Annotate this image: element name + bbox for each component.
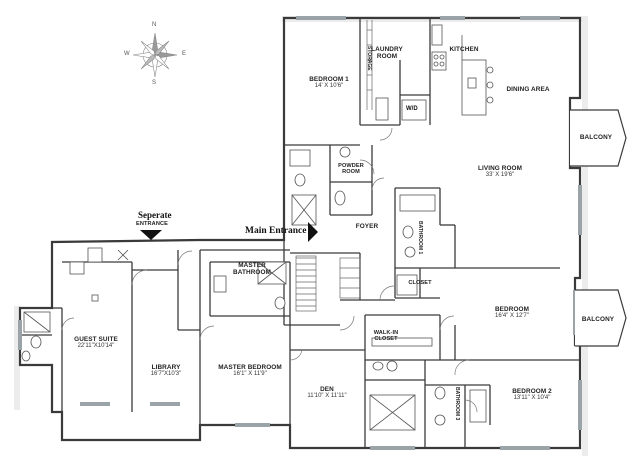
room-dims: 16'7"X10'3" xyxy=(150,371,182,378)
separate-entrance-label: Seperate xyxy=(138,210,172,220)
room-balcony-mid: BALCONY xyxy=(578,316,618,323)
room-name: LIBRARY xyxy=(151,364,181,371)
room-name: BALCONY xyxy=(579,134,613,141)
room-closet: CLOSET xyxy=(408,280,432,286)
doors xyxy=(61,127,478,413)
fixtures xyxy=(21,24,494,431)
room-name: WALK-IN CLOSET xyxy=(373,330,399,343)
room-name: CLOSET xyxy=(408,280,432,286)
main-entrance-label: Main Entrance xyxy=(245,226,307,236)
compass-w: W xyxy=(124,51,130,57)
room-dims: 11'10" X 11'11" xyxy=(307,393,347,400)
room-name: BALCONY xyxy=(581,316,615,323)
entrance-word: ENTRANCE xyxy=(136,221,168,227)
room-dims: 16'1" X 11'9" xyxy=(233,371,267,378)
stairs xyxy=(295,20,373,312)
room-storage: STORAGE xyxy=(366,46,372,71)
room-kitchen: KITCHEN xyxy=(448,46,480,53)
main-entrance-arrow xyxy=(308,222,318,242)
room-dims: 16'4" X 12'7" xyxy=(495,313,529,320)
compass-n: N xyxy=(152,22,157,28)
room-bathroom-3: BATHROOM 3 xyxy=(454,387,460,421)
room-master-bathroom: MASTER BATHROOM xyxy=(232,262,272,277)
room-name: GUEST SUITE xyxy=(74,336,118,343)
room-dims: 14' X 10'6" xyxy=(314,83,344,90)
room-bedroom-1: BEDROOM 1 14' X 10'6" xyxy=(300,76,358,90)
interior-walls xyxy=(20,18,580,448)
compass-s: S xyxy=(152,80,157,86)
compass-rose-icon xyxy=(132,32,178,78)
room-balcony-top: BALCONY xyxy=(576,134,616,141)
room-laundry: LAUNDRY ROOM xyxy=(370,46,404,61)
wd-label: W/D xyxy=(406,106,418,112)
room-name: KITCHEN xyxy=(449,46,479,53)
balconies xyxy=(570,109,627,347)
room-library: LIBRARY 16'7"X10'3" xyxy=(138,364,194,378)
room-name: LAUNDRY ROOM xyxy=(371,46,403,61)
room-powder: POWDER ROOM xyxy=(333,163,369,176)
windows xyxy=(18,16,582,450)
room-dining: DINING AREA xyxy=(502,86,554,93)
compass-e: E xyxy=(182,51,187,57)
room-bedroom: BEDROOM 16'4" X 12'7" xyxy=(482,306,542,320)
room-name: FOYER xyxy=(355,223,379,230)
room-bathroom-1: BATHROOM 1 xyxy=(417,221,423,255)
room-name: MASTER BATHROOM xyxy=(233,262,271,277)
room-name: POWDER ROOM xyxy=(338,163,364,176)
room-dims: 13'11" X 10'4" xyxy=(513,395,551,402)
room-bedroom-2: BEDROOM 2 13'11" X 10'4" xyxy=(500,388,564,402)
room-den: DEN 11'10" X 11'11" xyxy=(296,386,358,400)
separate-entrance-arrow xyxy=(140,230,162,240)
room-name: DINING AREA xyxy=(506,86,550,93)
room-guest-suite: GUEST SUITE 22'11"X10'14" xyxy=(66,336,126,350)
room-walk-in-closet: WALK-IN CLOSET xyxy=(370,330,402,343)
room-name: LIVING ROOM xyxy=(477,165,523,172)
room-name: BEDROOM 1 xyxy=(309,76,349,83)
room-name: MASTER BEDROOM xyxy=(218,364,282,371)
room-living: LIVING ROOM 33' X 19'6" xyxy=(470,165,530,179)
room-dims: 22'11"X10'14" xyxy=(77,343,115,350)
room-dims: 33' X 19'6" xyxy=(485,172,515,179)
room-name: DEN xyxy=(320,386,334,393)
room-name: BEDROOM xyxy=(494,306,530,313)
separate-entrance-sub: ENTRANCE xyxy=(134,221,170,227)
room-master-bedroom: MASTER BEDROOM 16'1" X 11'9" xyxy=(212,364,288,378)
room-foyer: FOYER xyxy=(352,223,382,230)
room-name: BEDROOM 2 xyxy=(512,388,552,395)
